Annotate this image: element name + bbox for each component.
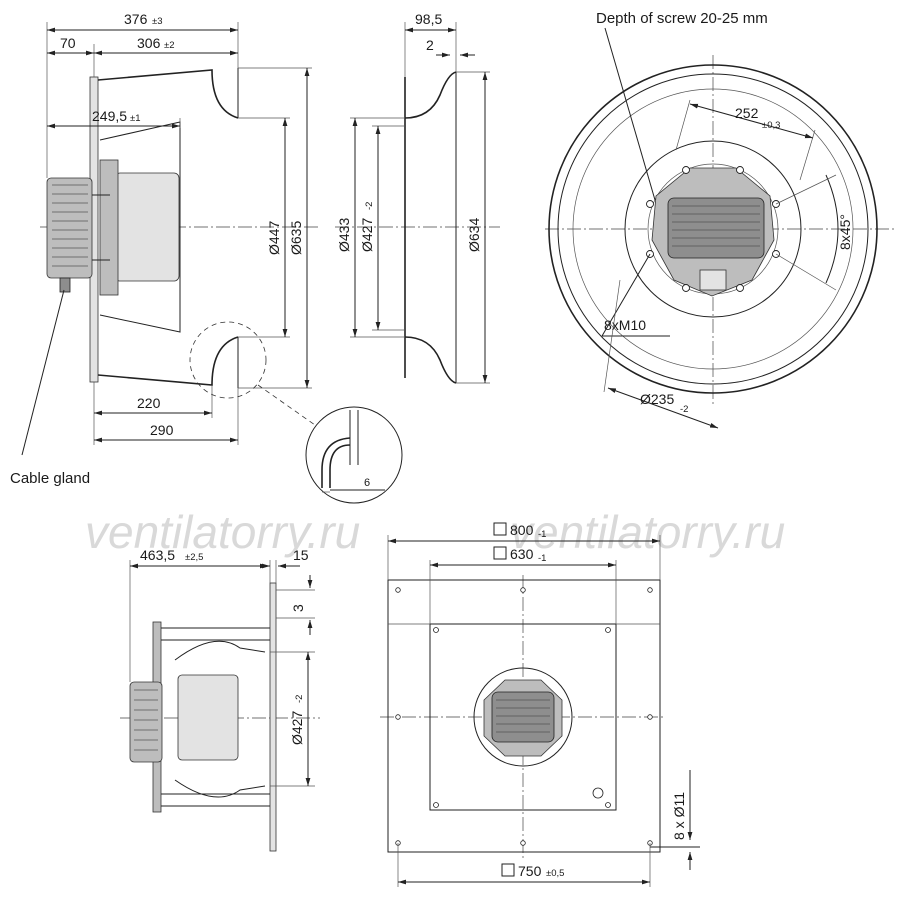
dim-plate-outer: 800 (510, 522, 534, 538)
watermark-right: ventilatorry.ru (510, 506, 785, 558)
dim-plate-thickness: 15 (293, 547, 309, 563)
dim-plate-d427-tol: -2 (294, 695, 305, 703)
plate-side-view: 463,5 ±2,5 15 3 Ø427 -2 (120, 547, 320, 852)
dim-plate-outer-tol: -1 (538, 529, 546, 540)
dim-bolt-circle-tol: ±0,3 (762, 120, 780, 131)
dim-detail-thickness: 6 (364, 477, 370, 489)
dim-hub-depth: 249,5 (92, 108, 127, 124)
dim-hole-spec: 8 x Ø11 (671, 792, 687, 840)
dim-motor-depth: 70 (60, 35, 76, 51)
dim-plate-inner: 630 (510, 546, 534, 562)
dim-impeller-tol: ±2 (164, 40, 175, 51)
dim-plate-holes: 750 (518, 863, 542, 879)
dim-d447: Ø447 (266, 221, 282, 255)
watermark-left: ventilatorry.ru (85, 506, 360, 558)
side-view: 376 ±3 70 306 ±2 249,5 ±1 Ø447 Ø635 220 … (10, 11, 320, 487)
inlet-ring-view: 98,5 2 Ø433 Ø427 -2 Ø634 (335, 11, 500, 384)
dim-overall-length: 376 (124, 11, 148, 27)
dim-plate-depth: 463,5 (140, 547, 175, 563)
dim-plate-holes-tol: ±0,5 (546, 868, 564, 879)
dim-angle: 8x45° (837, 214, 853, 250)
dim-pitch-diameter: Ø235 (640, 391, 674, 407)
dim-d635: Ø635 (288, 221, 304, 255)
dim-hub-tol: ±1 (130, 113, 141, 124)
dim-plate-inner-tol: -1 (538, 553, 546, 564)
dim-impeller-depth: 306 (137, 35, 161, 51)
dim-plate-depth-tol: ±2,5 (185, 552, 203, 563)
dim-bolt-circle: 252 (735, 105, 759, 121)
dim-ring-lip: 2 (426, 37, 434, 53)
detail-view: 6 (305, 406, 403, 504)
dim-overall-tol: ±3 (152, 16, 163, 27)
front-view: 252 ±0,3 8x45° 8xM10 Ø235 -2 Depth of sc… (545, 10, 895, 429)
dim-290: 290 (150, 422, 174, 438)
dim-thread: 8xM10 (604, 317, 646, 333)
dim-pitch-diameter-tol: -2 (680, 404, 688, 415)
dim-ring-depth: 98,5 (415, 11, 442, 27)
dim-plate-d427: Ø427 (289, 711, 305, 745)
dim-ring-d427: Ø427 (359, 218, 375, 252)
dim-offset: 3 (290, 604, 306, 612)
dim-220: 220 (137, 395, 161, 411)
dim-d433: Ø433 (336, 218, 352, 252)
plate-front-view: 800 -1 630 -1 750 ±0,5 8 x Ø11 (380, 522, 700, 887)
label-cable-gland: Cable gland (10, 470, 90, 487)
dim-d634: Ø634 (466, 218, 482, 252)
dim-ring-d427-tol: -2 (364, 202, 375, 210)
label-depth-of-screw: Depth of screw 20-25 mm (596, 10, 768, 27)
